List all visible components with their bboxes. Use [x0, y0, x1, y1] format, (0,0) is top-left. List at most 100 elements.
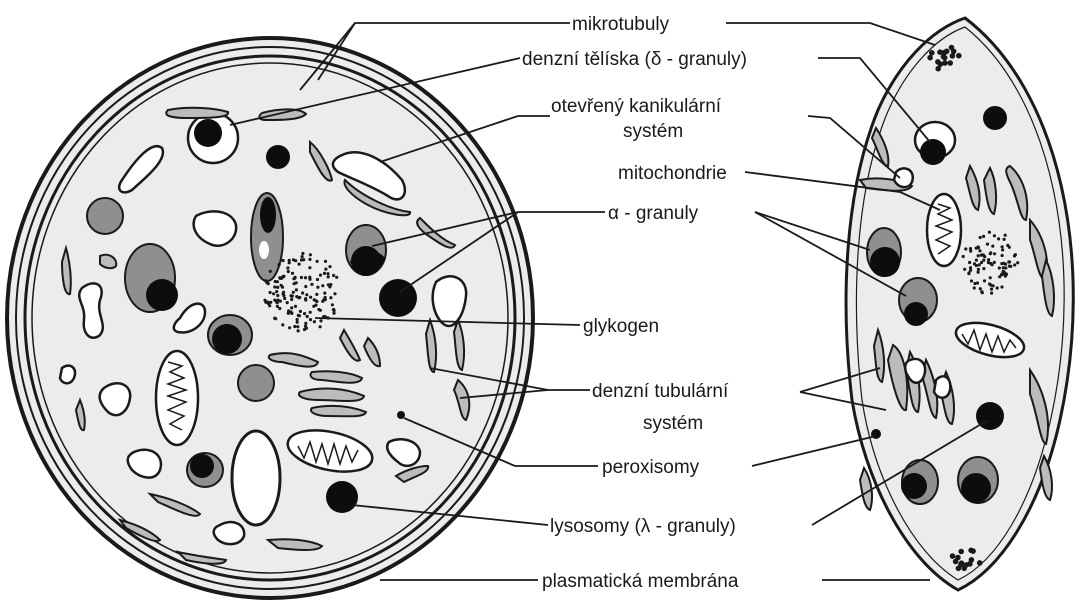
glycogen-particle: [324, 268, 327, 271]
glycogen-particle: [269, 291, 272, 294]
leader-mikrotubuly-right: [726, 23, 935, 45]
glycogen-particle: [296, 325, 299, 328]
glycogen-particle: [997, 237, 1000, 240]
glycogen-particle: [1013, 254, 1016, 257]
glycogen-particle: [1005, 273, 1008, 276]
microtubule-dot: [927, 55, 933, 61]
lysosome-side: [976, 402, 1004, 430]
glycogen-particle: [996, 286, 999, 289]
glycogen-particle: [300, 276, 303, 279]
glycogen-particle: [988, 231, 991, 234]
glycogen-particle: [289, 310, 292, 313]
glycogen-particle: [1002, 266, 1005, 269]
glycogen-particle: [963, 268, 966, 271]
glycogen-particle: [1000, 285, 1003, 288]
glycogen-particle: [299, 310, 302, 313]
glycogen-particle: [312, 305, 315, 308]
label-mikrotubuly: mikrotubuly: [572, 14, 670, 35]
glycogen-particle: [313, 320, 316, 323]
glycogen-particle: [263, 299, 266, 302]
glycogen-particle: [300, 258, 303, 261]
glycogen-particle: [998, 275, 1001, 278]
alpha-granule: [208, 315, 252, 355]
glycogen-particle: [975, 259, 978, 262]
glycogen-particle: [279, 300, 282, 303]
glycogen-particle: [323, 272, 326, 275]
glycogen-particle: [976, 281, 979, 284]
glycogen-particle: [295, 295, 298, 298]
glycogen-particle: [982, 267, 985, 270]
glycogen-particle: [304, 325, 307, 328]
glycogen-particle: [308, 258, 311, 261]
glycogen-particle: [287, 270, 290, 273]
glycogen-particle: [304, 322, 307, 325]
microtubule-dot: [942, 50, 948, 56]
glycogen-particle: [294, 259, 297, 262]
glycogen-particle: [988, 282, 991, 285]
elongated-granule: [251, 193, 283, 281]
glycogen-particle: [964, 247, 967, 250]
gray-granule: [238, 365, 274, 401]
glycogen-particle: [301, 255, 304, 258]
glycogen-particle: [315, 293, 318, 296]
glycogen-particle: [993, 234, 996, 237]
glycogen-particle: [987, 258, 990, 261]
alpha-granule-side: [958, 457, 998, 503]
glycogen-particle: [297, 329, 300, 332]
dense-granule-side: [983, 106, 1007, 130]
glycogen-particle: [303, 312, 306, 315]
glycogen-particle: [1003, 238, 1006, 241]
glycogen-particle: [333, 292, 336, 295]
glycogen-particle: [317, 308, 320, 311]
glycogen-particle: [290, 298, 293, 301]
glycogen-particle: [281, 323, 284, 326]
label-mitochondrie: mitochondrie: [618, 163, 727, 184]
glycogen-particle: [276, 286, 279, 289]
side-section-membrane: [846, 18, 1073, 590]
glycogen-particle: [272, 292, 275, 295]
glycogen-particle: [287, 312, 290, 315]
glycogen-particle: [978, 249, 981, 252]
glycogen-particle: [275, 290, 278, 293]
leader-peroxisomy-right: [752, 436, 876, 466]
glycogen-particle: [316, 278, 319, 281]
glycogen-particle: [309, 296, 312, 299]
glycogen-particle: [304, 285, 307, 288]
glycogen-particle: [979, 287, 982, 290]
glycogen-particle: [978, 263, 981, 266]
microtubule-dot: [947, 60, 953, 66]
alpha-granule-side: [901, 460, 938, 504]
alpha-granule: [187, 453, 223, 487]
glycogen-particle: [316, 260, 319, 263]
glycogen-particle: [308, 276, 311, 279]
glycogen-particle: [981, 291, 984, 294]
label-peroxisomy: peroxisomy: [602, 457, 700, 478]
glycogen-particle: [1001, 248, 1004, 251]
glycogen-particle: [292, 291, 295, 294]
glycogen-particle: [331, 303, 334, 306]
glycogen-particle: [276, 305, 279, 308]
glycogen-particle: [967, 272, 970, 275]
glycogen-particle: [304, 276, 307, 279]
alpha-granule: [346, 225, 386, 276]
glycogen-particle: [283, 297, 286, 300]
glycogen-particle: [1004, 234, 1007, 237]
glycogen-particle: [323, 292, 326, 295]
glycogen-particle: [309, 311, 312, 314]
microtubule-dot: [961, 566, 967, 572]
glycogen-particle: [282, 275, 285, 278]
glycogen-particle: [274, 280, 277, 283]
glycogen-particle: [301, 291, 304, 294]
glycogen-particle: [980, 261, 983, 264]
glycogen-particle: [295, 288, 298, 291]
mitochondrion: [156, 351, 198, 445]
glycogen-particle: [993, 261, 996, 264]
glycogen-particle: [1007, 260, 1010, 263]
glycogen-particle: [293, 282, 296, 285]
glycogen-particle: [993, 252, 996, 255]
glycogen-particle: [324, 260, 327, 263]
glycogen-particle: [1013, 263, 1016, 266]
label-otevreny-line2: systém: [623, 121, 683, 142]
glycogen-particle: [962, 255, 965, 258]
glycogen-particle: [294, 276, 297, 279]
